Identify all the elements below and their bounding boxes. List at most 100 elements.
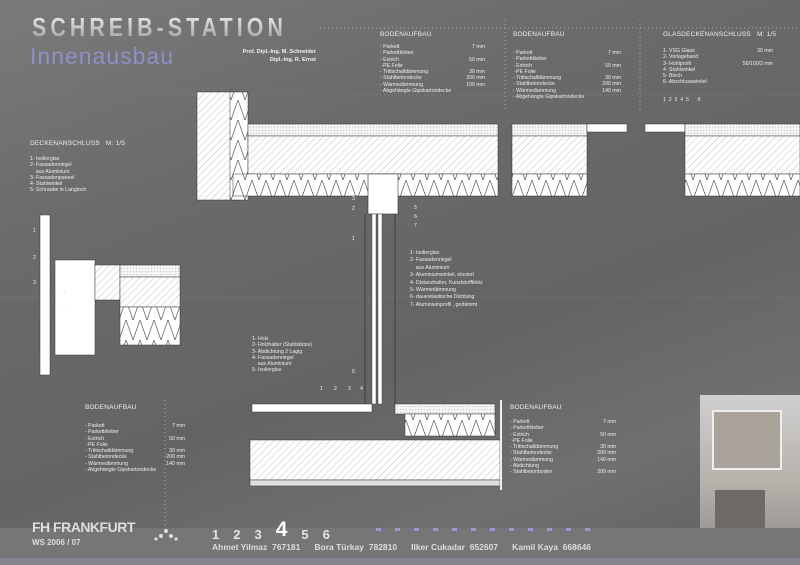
layer-name: - Wärmedämmung [510,456,553,463]
layer-name: - Parkett [380,44,400,50]
callout: 4 [63,290,66,296]
layer-name: - Wärmedämmung [513,87,556,94]
page-link-current[interactable]: 4 [275,518,288,541]
layer-name: 3- Hohlprofil [663,60,691,67]
layer-name: - Parkettkleber [510,425,544,432]
layer-thickness: 30 mm [600,444,616,451]
student-id: 767181 [272,542,301,552]
layer-row: - Parkett 7 mm [380,44,485,50]
layer-row: - Parkettkleber [380,50,485,56]
layer-thickness: 200 mm [597,450,616,457]
callout: 7 [414,223,417,229]
student-id: 782810 [368,542,398,552]
legend-item: 1- Holz [252,336,269,342]
layer-name: 2- Vorlageband [663,54,699,61]
layer-name: - Abgehängte Gipskartondecke [513,94,585,101]
legend-item: 4- Distanzhalter, Kunststoffklotz [410,279,483,286]
layer-name: - Stahlbetondecke [510,450,552,457]
layer-thickness: 30 mm [757,48,773,54]
legend-item: 4- Fassadenriegel [252,354,294,361]
layer-thickness: 7 mm [608,50,621,56]
layer-name: -PE Folie [380,62,403,69]
legend-item: 2- Fassadenriegel [410,257,452,264]
layer-row: 4 -Stahlwinkel [663,67,773,73]
layer-name: - Parkett [510,419,530,425]
layer-name: - Estrich [85,435,105,442]
footer-strip [0,558,800,565]
layer-thickness: 7 mm [472,44,485,50]
student-id: 652607 [469,542,499,552]
page-subtitle: Innenausbau [30,43,175,69]
layer-thickness: 100 mm [466,81,485,88]
section-title: BODENAUFBAU [513,31,565,38]
layer-thickness: 7 mm [603,419,616,425]
callout-numbers: 1 2 3 4 5 6 [663,96,701,103]
callout: 2 [334,386,337,392]
layer-name: - Trittschalldämmung [85,448,134,455]
page-link-1[interactable]: 1 [212,527,220,542]
legend-item: 2- Fassadenriegel [30,162,72,169]
layer-name: -PE Folie [513,68,536,75]
student-name: Bora Türkay [314,542,364,552]
callout: 6 [414,214,417,220]
section-title: DECKENANSCHLUSS M: 1/5 [30,140,126,147]
layer-name: - Abgehängte Gipskartondecke [85,467,157,474]
glass-pane [371,213,377,405]
callout: 3 [348,386,351,392]
layer-name: - Parkettkleber [85,429,119,436]
layer-row: - Stahlbetondecke 200 mm [85,454,185,460]
layer-name: - Stahlbetondecke [85,454,127,461]
layer-name: - Stahlbetondecke [513,81,555,88]
layer-row: - Parkettkleber [85,429,185,435]
layer-thickness: 7 mm [172,423,185,429]
student-id: 668646 [562,542,592,552]
section-title: BODENAUFBAU [510,404,562,411]
layer-name: - Parkettkleber [513,56,547,63]
layer-block-bottom-2: BODENAUFBAU - Parkett 7 mm - Parkettkleber… [510,404,616,476]
student: Bora Türkay 782810 [314,542,397,552]
facade-section [39,214,51,376]
callout: 5 [63,303,66,309]
layer-thickness: 140 mm [166,460,185,467]
layer-row: 2- Vorlageband [663,54,773,60]
school-name: FH FRANKFURT [32,519,135,535]
student: Ilker Cukadar 652607 [411,542,498,552]
legend-item: 1- Isolierglas [410,250,440,256]
callout: 2 [33,255,36,261]
page-link-5[interactable]: 5 [301,527,309,542]
callout: 2 [352,206,355,212]
legend-item: 5- Isolierglas [252,367,282,374]
page-link-3[interactable]: 3 [254,527,262,542]
legend-item: aus Aluminium [30,168,70,175]
page-link-6[interactable]: 6 [322,527,330,542]
legend-item: 3- Fassadenpaneel [30,174,75,181]
layer-name: -PE Folie [85,441,108,448]
layer-thickness: 30 mm [469,69,485,76]
layer-name: - Trittschalldämmung [510,444,559,451]
callout: 1 [352,236,355,242]
layer-row: -PE Folie [380,63,485,69]
page-title: SCHREIB-STATION [32,12,287,42]
wooden-deck [251,403,373,413]
layer-name: 5- Blech [663,73,683,80]
student-name: Kamil Kaya [512,542,558,552]
layer-name: - Trittschalldämmung [380,69,429,76]
layer-name: - Estrich [510,431,530,438]
layer-name: 6- Abschlusswinkel [663,79,707,86]
callout: 3 [352,196,355,202]
page-link-2[interactable]: 2 [233,527,241,542]
credit-line: Dipl.-Ing. R. Ernst [269,57,316,63]
layer-thickness: 200 mm [166,454,185,461]
layer-thickness: 50 mm [469,56,485,63]
layer-name: 4 -Stahlwinkel [663,66,696,73]
layer-thickness: 50 mm [605,62,621,69]
